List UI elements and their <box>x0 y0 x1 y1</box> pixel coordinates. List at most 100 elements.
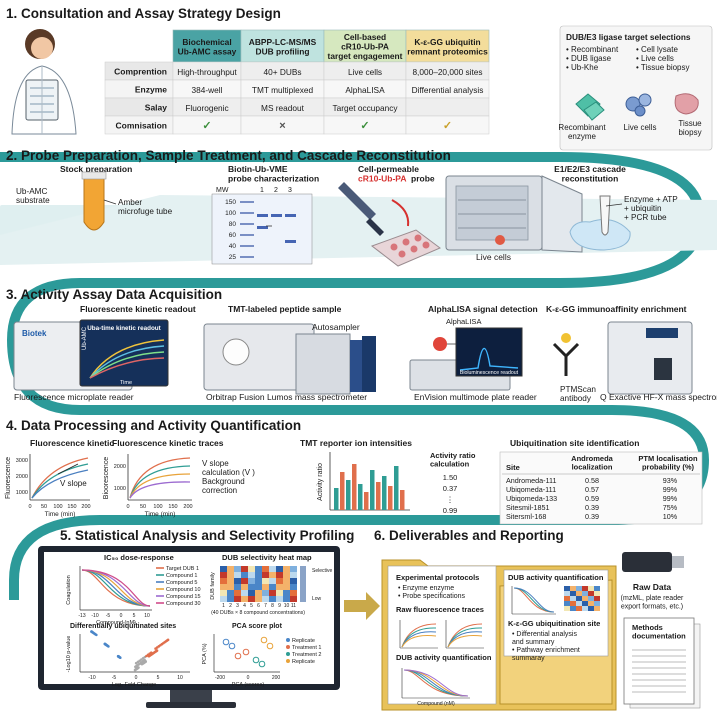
table-cell-value: 8,000–20,000 sites <box>412 67 482 77</box>
stock-label: Stock preparation <box>60 164 132 174</box>
tmt-bar <box>364 492 369 510</box>
table-header-label: Ub-AMC assay <box>178 46 237 56</box>
ubi-site: Sitersml-168 <box>506 512 546 521</box>
flow-arrow-icon <box>344 592 380 620</box>
mini-heatmap-cell <box>594 601 600 606</box>
heatmap-cell <box>283 590 290 596</box>
kgg-report-title: K-ε-GG ubiquitination site <box>508 619 600 628</box>
icon-label: enzyme <box>568 132 597 141</box>
heatmap-cell <box>283 596 290 602</box>
heatmap-cell <box>227 590 234 596</box>
usb-connector-icon <box>672 556 684 568</box>
amber-tube-label: microfuge tube <box>118 207 173 216</box>
target-selection-item: • DUB ligase <box>566 54 612 63</box>
heatmap-cell <box>290 596 297 602</box>
ubi-site-title: Ubiquitination site identification <box>510 438 639 448</box>
monitor-stand <box>170 690 212 702</box>
target-selection-title: DUB/E3 ligase target selections <box>566 32 691 42</box>
cascade-mix: Enzyme + ATP <box>624 195 678 204</box>
heatmap-cell <box>220 584 227 590</box>
autosampler-label: Autosampler <box>312 322 360 332</box>
heatmap-cell <box>220 578 227 584</box>
gel-title: probe characterization <box>228 174 319 184</box>
legend-label: Compound 10 <box>166 587 201 593</box>
heatmap-cell <box>290 566 297 572</box>
target-selection-panel <box>559 25 713 151</box>
heatmap-cell <box>269 596 276 602</box>
volcano-point <box>149 651 153 654</box>
tmt-sample-title: TMT-labeled peptide sample <box>228 304 342 314</box>
section-2-title: 2. Probe Preparation, Sample Treatment, … <box>6 148 451 163</box>
axis-tick: 0 <box>135 675 138 681</box>
axis-tick: 11 <box>291 603 296 609</box>
vslope-label: V slope <box>60 479 87 488</box>
heatmap-cell <box>220 590 227 596</box>
table-header-label: target engagement <box>328 51 403 61</box>
gel-mw-mark: 150 <box>225 199 236 206</box>
table-cell-value: ✓ <box>443 120 452 132</box>
volcano-point <box>137 666 140 669</box>
axis-tick: -10 <box>91 613 98 619</box>
gel-ladder-band <box>240 212 254 214</box>
table-cell-value: Differential analysis <box>412 85 484 95</box>
heatmap-cell <box>276 572 283 578</box>
biolum-peak <box>459 347 519 371</box>
table-header-label: Biochemical <box>182 37 231 47</box>
axis-tick: 6 <box>257 603 260 609</box>
axis-tick: 200 <box>183 504 192 510</box>
axis-tick: 10 <box>177 675 183 681</box>
live-cells-label: Live cells <box>476 252 511 262</box>
activity-ratio-title: Activity ratio <box>430 451 476 460</box>
heatmap-cell <box>234 566 241 572</box>
ubi-value: 0.57 <box>585 485 599 494</box>
kinetic-trace <box>129 481 191 499</box>
gel-ladder-band <box>240 223 254 225</box>
gel-ladder-band <box>240 245 254 247</box>
raw-data-sub: (mzML, plate reader <box>621 595 684 602</box>
qexactive-badge <box>646 328 678 338</box>
dub-quant-title-2: DUB activity quantification <box>508 573 604 582</box>
heatmap-cell <box>290 578 297 584</box>
table-cell-value: Live cells <box>348 67 382 77</box>
heatmap-cell <box>262 596 269 602</box>
heatmap-cell <box>241 578 248 584</box>
mini-heatmap-cell <box>576 586 582 591</box>
axis-tick: 2000 <box>114 464 126 470</box>
fluor-kinetic-x-label: Time (min) <box>45 511 76 518</box>
table-header-label: DUB profiling <box>256 46 310 56</box>
ubi-value: 99% <box>663 485 678 494</box>
donor-bead-icon <box>433 337 447 351</box>
heatmap-scale <box>300 566 306 602</box>
mini-heatmap-cell <box>582 596 588 601</box>
ubi-head: localization <box>572 463 613 472</box>
tmt-bar <box>400 490 405 510</box>
heatmap-cell <box>241 584 248 590</box>
axis-tick: 150 <box>67 504 76 510</box>
legend-label: Target DUB 1 <box>166 566 199 572</box>
pipette-tip-icon <box>366 218 384 236</box>
heatmap-cell <box>255 596 262 602</box>
table-header-label: ABPP-LC-MS/MS <box>249 37 317 47</box>
fluor-kinetic-y-label: Fluorescence <box>5 457 12 499</box>
volcano-point <box>143 658 146 662</box>
orbitrap-port-icon <box>222 338 250 366</box>
fluor-kinetic-title: Fluorescence kinetic <box>30 438 114 448</box>
heatmap-cell <box>220 566 227 572</box>
heatmap-scale-label: Low <box>312 596 322 602</box>
kinetic-trace <box>129 457 191 499</box>
heatmap-cell <box>227 572 234 578</box>
pca-legend-label: Replicate <box>292 638 315 644</box>
raw-data-sub: export formats, etc.) <box>621 604 683 611</box>
tmt-bar <box>358 484 363 510</box>
kinetic-trace <box>129 473 191 499</box>
pcr-tube-icon <box>599 195 611 236</box>
legend-label: Compound 15 <box>166 594 201 600</box>
table-cell <box>405 97 490 117</box>
mini-heatmap-cell <box>594 606 600 611</box>
ubi-value: 10% <box>663 512 678 521</box>
gel-ladder-band <box>240 256 254 258</box>
heatmap-cell <box>255 566 262 572</box>
kinetic-curve <box>89 357 165 379</box>
enzyme-icon <box>583 101 605 121</box>
axis-tick: 0 <box>120 613 123 619</box>
